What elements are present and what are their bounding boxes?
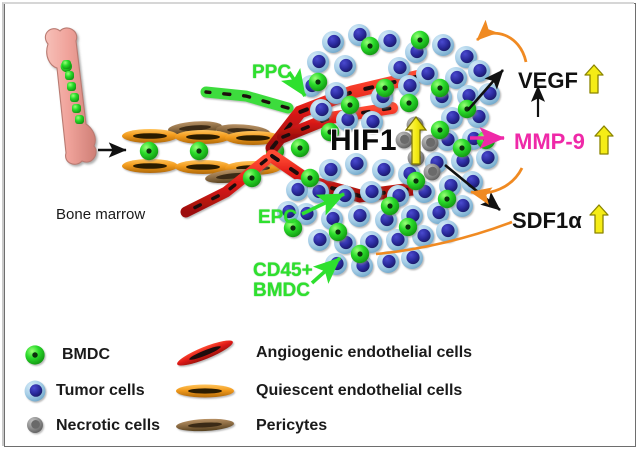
bone-marrow-group <box>44 27 97 165</box>
mmp9-label: MMP-9 <box>514 129 585 154</box>
legend-label-angiogenic-endothelial: Angiogenic endothelial cells <box>256 344 473 361</box>
quiescent-endothelium-top <box>122 129 281 145</box>
legend-label-pericytes: Pericytes <box>256 417 328 434</box>
hif1-up-arrow-icon <box>404 116 428 165</box>
legend-quiescent-endothelial-icon <box>176 384 234 398</box>
sdf1a-label: SDF1α <box>512 208 582 233</box>
bmdc-annotation-label: BMDC <box>253 280 310 301</box>
legend-label-quiescent-endothelial: Quiescent endothelial cells <box>256 382 463 399</box>
arrow-sdf1a-feedback-lower <box>375 220 513 256</box>
legend-icons-group <box>24 340 234 433</box>
bone-marrow-bmdc-cells <box>60 60 84 124</box>
sdf1a-up-arrow-icon <box>589 204 609 234</box>
vegf-up-arrow-icon <box>584 64 604 94</box>
angiogenic-branch-upperleft <box>200 86 294 114</box>
vegf-label: VEGF <box>518 68 578 93</box>
legend-label-necrotic-cells: Necrotic cells <box>56 417 161 434</box>
mmp9-up-arrow-icon <box>594 125 614 155</box>
arrow-ppc-pointer <box>281 68 307 97</box>
legend-bmdc-icon <box>25 345 45 365</box>
legend-label-tumor-cells: Tumor cells <box>56 382 145 399</box>
cd45-label: CD45+ <box>253 260 313 281</box>
ppc-label: PPC <box>252 62 292 83</box>
legend-tumor-cells-icon <box>24 380 46 402</box>
arrow-cd45-bmdc-pointer <box>310 256 342 285</box>
legend-necrotic-cells-icon <box>27 417 43 433</box>
epc-label: EPC <box>258 207 298 228</box>
arrow-vegf-feedback <box>476 19 528 63</box>
legend-angiogenic-endothelial-icon <box>177 340 233 366</box>
bone-marrow-label: Bone marrow <box>56 206 146 223</box>
legend-pericytes-icon <box>176 418 234 432</box>
arrow-tumor-to-vegf <box>467 69 504 111</box>
legend-label-bmdc: BMDC <box>62 346 110 363</box>
arrow-sdf1a-feedback <box>470 167 524 205</box>
arrow-epc-pointer <box>301 192 345 216</box>
hif1-label: HIF1 <box>330 124 398 157</box>
